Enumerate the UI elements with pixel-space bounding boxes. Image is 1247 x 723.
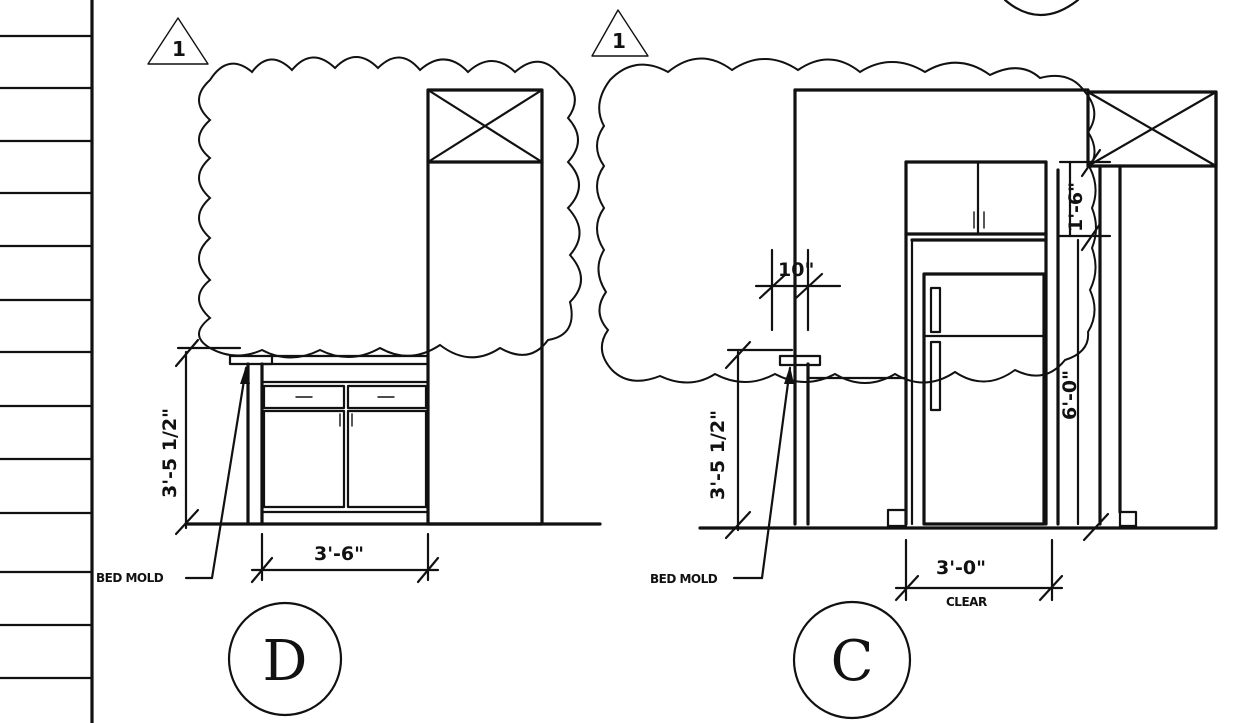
width-dimension-c: 3'-0" CLEAR — [894, 538, 1064, 609]
height-dimension-label: 3'-5 1/2" — [159, 408, 181, 498]
bed-mold-note: BED MOLD — [96, 571, 164, 585]
room-outline — [698, 88, 1218, 530]
upper-right-cabinet — [1086, 90, 1218, 528]
height-dimension-d: 3'-5 1/2" — [159, 338, 242, 536]
side-dimension-label: 6'-0" — [1059, 370, 1081, 420]
upper-dimension-c: 1'-6" — [1058, 148, 1112, 252]
width-dimension-label: 3'-0" — [936, 557, 986, 579]
detail-bubble-c: C — [792, 600, 912, 720]
counter-edge-c — [778, 354, 908, 380]
refrigerator-enclosure — [886, 160, 1060, 528]
detail-bubble-partial — [1003, 0, 1080, 17]
revision-triangle-c: 1 — [591, 9, 649, 57]
revision-triangle-d: 1 — [147, 17, 209, 65]
bed-mold-leader-c: BED MOLD — [650, 366, 794, 586]
detail-d: 1 — [96, 17, 602, 717]
upper-dimension-label: 1'-6" — [1065, 182, 1087, 232]
bed-mold-leader-d: BED MOLD — [96, 366, 250, 585]
revision-cloud-d — [198, 56, 582, 359]
sheet-margin-panel — [0, 0, 94, 723]
height-dimension-label: 3'-5 1/2" — [707, 410, 729, 500]
detail-letter: D — [263, 629, 308, 694]
revision-number: 1 — [612, 29, 626, 53]
height-dimension-c: 3'-5 1/2" — [707, 340, 794, 540]
detail-bubble-d: D — [227, 601, 343, 717]
detail-letter: C — [831, 629, 874, 694]
width-clear-note: CLEAR — [946, 595, 987, 609]
width-dimension-d: 3'-6" — [250, 532, 440, 584]
bed-mold-note: BED MOLD — [650, 572, 718, 586]
width-dimension-label: 3'-6" — [314, 543, 364, 565]
revision-number: 1 — [172, 37, 186, 61]
side-dimension-c: 6'-0" — [1059, 238, 1110, 542]
base-cabinet — [228, 354, 430, 526]
offset-dimension-label: 10" — [778, 259, 814, 281]
detail-c: 1 — [591, 9, 1218, 720]
offset-dimension-c: 10" — [754, 248, 842, 332]
refrigerator — [922, 272, 1046, 526]
revision-cloud-c — [596, 57, 1097, 384]
